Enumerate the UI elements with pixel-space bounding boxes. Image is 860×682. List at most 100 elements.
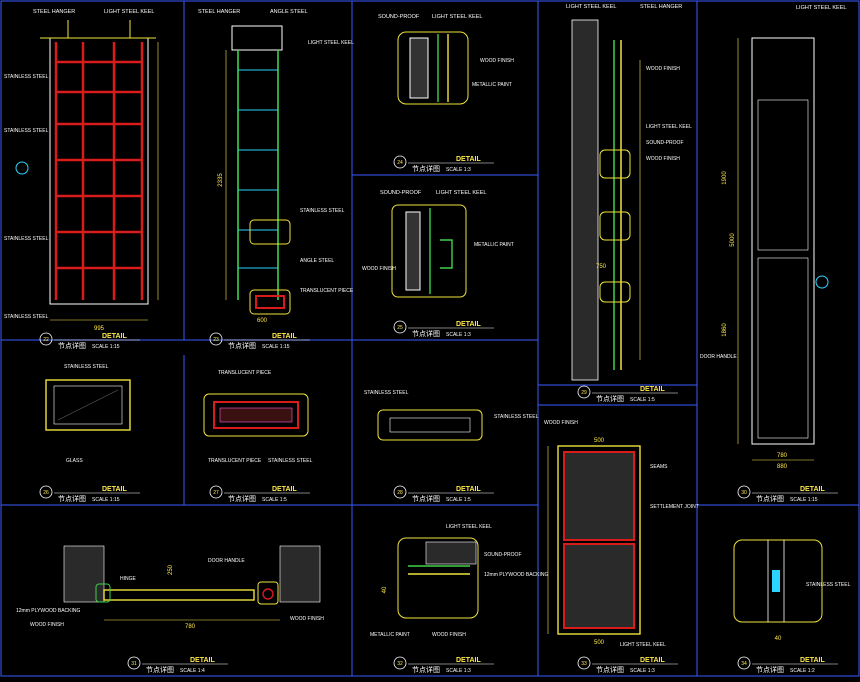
detail-number-circle	[39, 485, 53, 499]
callout-text: STEEL HANGER	[198, 9, 240, 15]
callout-text: WOOD FINISH	[362, 266, 396, 272]
dimension-text: 780	[185, 624, 196, 630]
callout-text: WOOD FINISH	[646, 66, 680, 72]
callout-text: WOOD FINISH	[432, 632, 466, 638]
detail-title-cn: 节点详图	[412, 164, 440, 173]
callout-text: ANGLE STEEL	[300, 258, 334, 264]
detail-number: 33	[581, 661, 587, 667]
callout-text: LIGHT STEEL KEEL	[620, 642, 666, 648]
detail-23: 2335 600 STEEL HANGER ANGLE STEEL LIGHT …	[198, 9, 354, 324]
wall-hatch	[405, 211, 421, 291]
detail-34: 40 STAINLESS STEEL	[733, 539, 851, 642]
dimension-text: 500	[594, 438, 605, 444]
detail-callout-box	[377, 409, 483, 441]
dimension-text: 600	[257, 318, 268, 324]
steel-bottom	[255, 295, 285, 309]
callout-text: STEEL HANGER	[640, 4, 682, 10]
callout-text: STAINLESS STEEL	[300, 208, 345, 214]
wall-hatch	[571, 19, 599, 381]
callout-text: STEEL HANGER	[33, 9, 75, 15]
callout-text: WOOD FINISH	[544, 420, 578, 426]
dimension-text: 40	[775, 636, 782, 642]
steel-section	[213, 401, 299, 429]
detail-scale: SCALE 1:3	[446, 668, 471, 674]
detail-number: 24	[397, 160, 403, 166]
detail-number-circle	[209, 332, 223, 346]
detail-27: TRANSLUCENT PIECE TRANSLUCENT PIECE STAI…	[203, 370, 313, 464]
dimension-text: 2335	[218, 173, 224, 187]
wall-hatch	[425, 541, 477, 565]
detail-number: 22	[43, 337, 49, 343]
detail-title-cn: 节点详图	[412, 665, 440, 674]
detail-25: SOUND-PROOF LIGHT STEEL KEEL METALLIC PA…	[362, 190, 514, 298]
detail-title: DETAIL	[456, 321, 481, 328]
callout-text: LIGHT STEEL KEEL	[796, 5, 846, 11]
callout-text: SOUND-PROOF	[646, 140, 684, 146]
detail-number: 28	[397, 490, 403, 496]
callout-text: TRANSLUCENT PIECE	[208, 458, 262, 464]
detail-number: 25	[397, 325, 403, 331]
callout-text: TRANSLUCENT PIECE	[218, 370, 272, 376]
head-block	[231, 25, 283, 51]
dimension-lines	[50, 42, 159, 321]
door-outline	[557, 445, 641, 635]
panel-outline	[49, 37, 149, 305]
detail-number: 30	[741, 490, 747, 496]
callout-text: LIGHT STEEL KEEL	[432, 14, 482, 20]
wall-hatch	[279, 545, 321, 603]
steel-frame	[54, 42, 144, 300]
detail-scale: SCALE 1:3	[446, 167, 471, 173]
detail-title-cn: 节点详图	[596, 665, 624, 674]
callout-text: WOOD FINISH	[480, 58, 514, 64]
detail-title-cn: 节点详图	[228, 494, 256, 503]
callout-text: HINGE	[120, 576, 137, 582]
detail-number-circle	[393, 155, 407, 169]
detail-title: DETAIL	[640, 386, 665, 393]
detail-callout-box	[391, 204, 467, 298]
hinge-box	[95, 583, 111, 603]
metal-insert	[772, 570, 780, 592]
callout-text: SEAMS	[650, 464, 668, 470]
callout-text: GLASS	[66, 458, 83, 464]
frame-profile	[440, 239, 453, 269]
door-panel	[563, 543, 635, 629]
detail-number-circle	[737, 485, 751, 499]
detail-callout-box	[599, 211, 631, 241]
detail-scale: SCALE 1:15	[262, 344, 290, 350]
detail-title: DETAIL	[640, 657, 665, 664]
callout-text: 12mm PLYWOOD BACKING	[16, 608, 80, 614]
detail-number-circle	[737, 656, 751, 670]
detail-title-cn: 节点详图	[756, 665, 784, 674]
callout-text: TRANSLUCENT PIECE	[300, 288, 354, 294]
callout-text: STAINLESS STEEL	[494, 414, 539, 420]
detail-30: 780 880 5000 1900 1860 LIGHT STEEL KEEL …	[700, 5, 846, 470]
detail-title-cn: 节点详图	[412, 329, 440, 338]
detail-number: 23	[213, 337, 219, 343]
callout-text: 12mm PLYWOOD BACKING	[484, 572, 548, 578]
callout-text: WOOD FINISH	[290, 616, 324, 622]
callout-text: SOUND-PROOF	[484, 552, 522, 558]
detail-title: DETAIL	[190, 657, 215, 664]
detail-scale: SCALE 1:3	[630, 668, 655, 674]
detail-scale: SCALE 1:5	[630, 397, 655, 403]
callout-text: LIGHT STEEL KEEL	[566, 4, 616, 10]
callout-text: STAINLESS STEEL	[806, 582, 851, 588]
detail-number: 27	[213, 490, 219, 496]
detail-callout-box	[249, 289, 291, 315]
detail-number-circle	[393, 320, 407, 334]
detail-number-circle	[393, 485, 407, 499]
callout-text: LIGHT STEEL KEEL	[436, 190, 486, 196]
callout-text: LIGHT STEEL KEEL	[646, 124, 692, 130]
dimension-text: 500	[594, 640, 605, 646]
callout-text: DOOR HANDLE	[208, 558, 245, 564]
hanger	[40, 20, 156, 39]
detail-scale: SCALE 1:15	[92, 344, 120, 350]
